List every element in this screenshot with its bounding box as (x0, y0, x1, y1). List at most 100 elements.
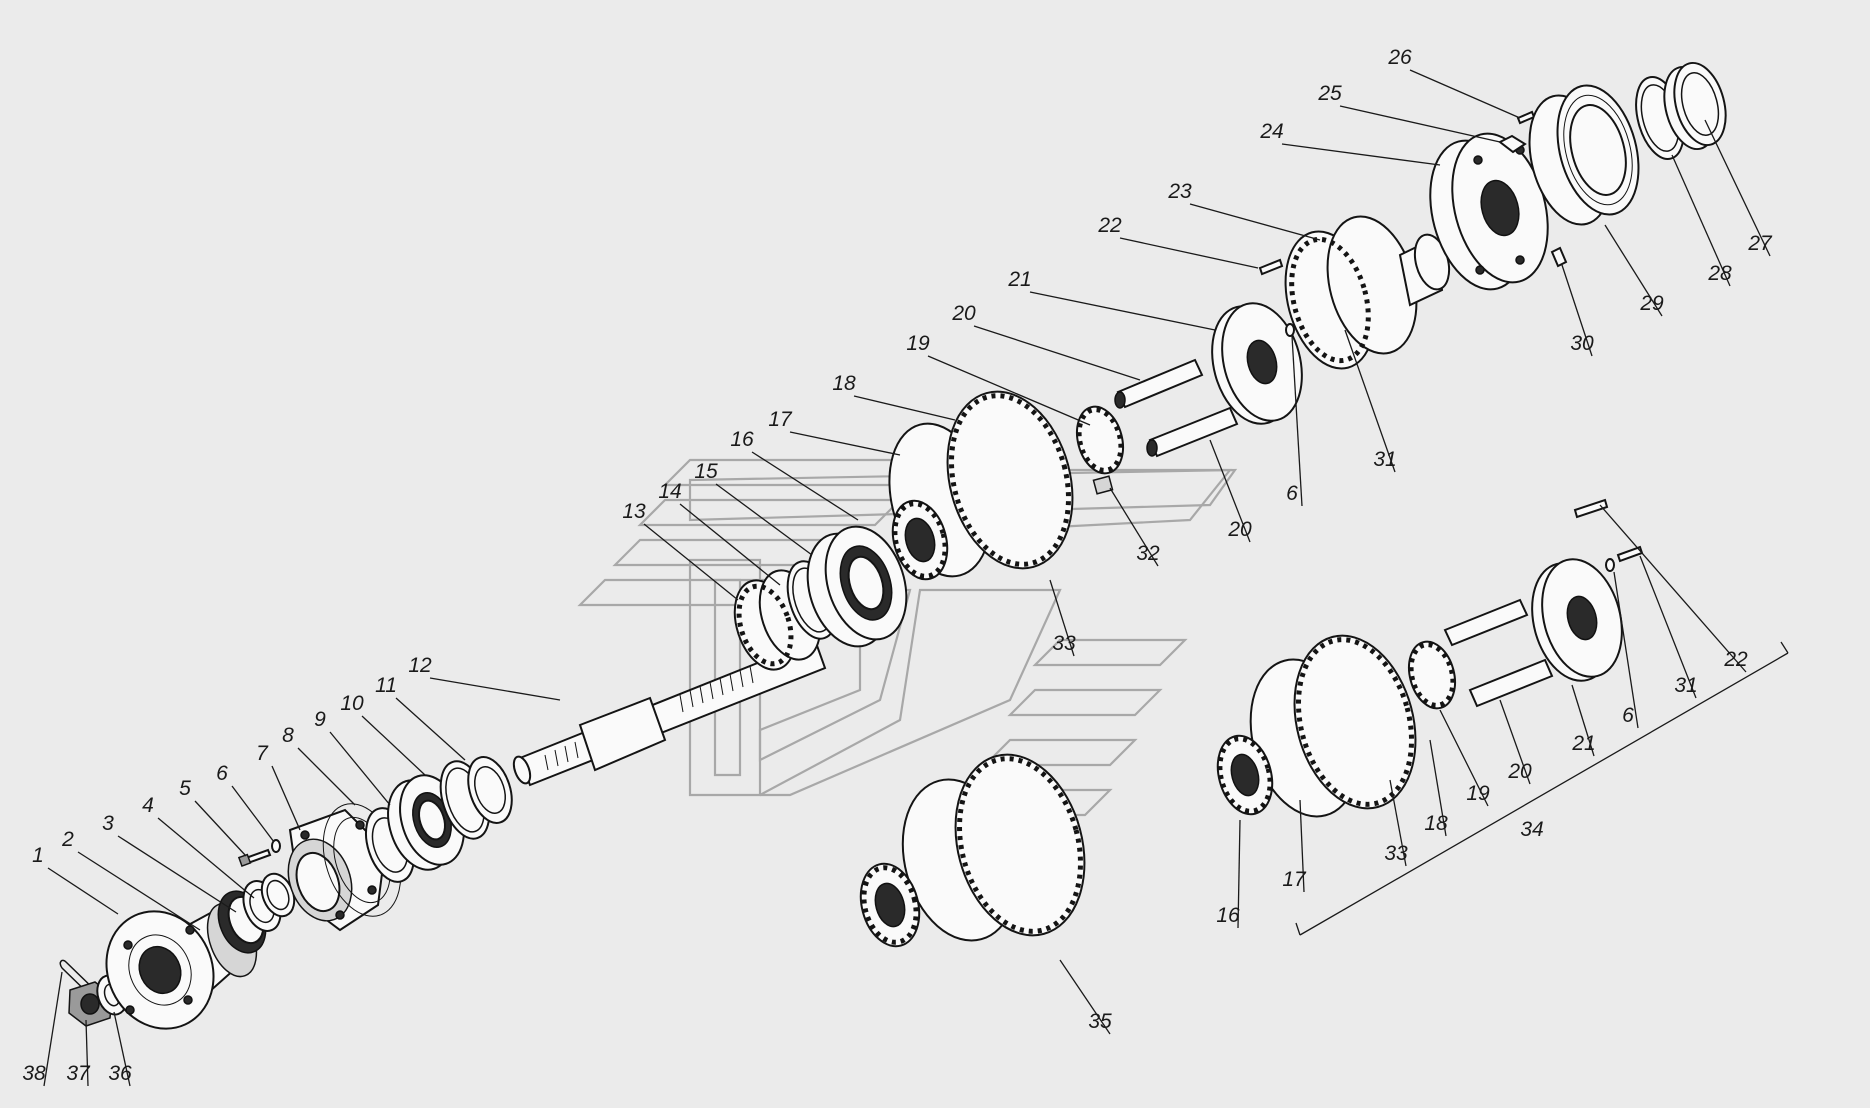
leader-line-c20 (973, 325, 1141, 381)
leader-line-c3 (117, 835, 237, 913)
callout-label-c5: 5 (179, 777, 191, 800)
leader-line-c28 (1671, 154, 1731, 287)
part-25-lock-plate (1498, 134, 1527, 154)
part-20-planet-axle-b (1146, 406, 1239, 458)
callout-labels: 1234567891011121314151617181920212223242… (22, 46, 1773, 1085)
callout-label-c10: 10 (340, 692, 364, 715)
part-23-ring-gear (1284, 215, 1451, 370)
callout-label-c2: 2 (61, 828, 74, 851)
leader-line-c30 (1561, 264, 1593, 357)
leader-line-c13 (643, 523, 739, 601)
callout-label-c14: 14 (658, 480, 681, 503)
leader-line-c18b (1429, 739, 1447, 837)
callout-label-c20b: 20 (1227, 518, 1252, 541)
leader-line-c33 (1049, 579, 1075, 657)
leader-line-c14 (679, 503, 781, 586)
callout-label-c17: 17 (768, 408, 793, 431)
leader-line-c7 (271, 765, 301, 831)
callout-label-c13: 13 (622, 500, 646, 523)
callout-label-c30: 30 (1570, 332, 1594, 355)
callout-label-c23: 23 (1167, 180, 1192, 203)
part-11b-washer (467, 756, 513, 824)
callout-label-c11: 11 (375, 674, 397, 697)
leader-line-c33b (1389, 779, 1407, 867)
leader-line-c36 (113, 1011, 131, 1087)
part-21-carrier-plate (1211, 302, 1303, 425)
callout-label-c20: 20 (951, 302, 976, 325)
callout-label-c6c: 6 (1622, 704, 1634, 727)
leader-line-c19 (927, 355, 1091, 426)
callout-label-c26: 26 (1387, 46, 1412, 69)
callout-label-c31b: 31 (1674, 674, 1697, 697)
part-12-main-shaft (512, 638, 827, 787)
part-10-ball-bearing (387, 774, 465, 871)
leader-line-c31b (1639, 555, 1697, 699)
leader-line-c32 (1109, 487, 1159, 567)
part-34-subassembly (1216, 498, 1644, 818)
callout-label-c6: 6 (216, 762, 228, 785)
leader-line-c12 (429, 677, 561, 701)
callout-label-c16: 16 (730, 428, 754, 451)
part-15-ball-bearing (806, 525, 908, 648)
leader-line-c21b (1571, 684, 1595, 757)
leader-line-c2 (77, 851, 201, 931)
leader-line-c4 (157, 817, 255, 899)
leader-line-c16 (751, 451, 859, 521)
callout-label-c12: 12 (408, 654, 432, 677)
part-19-planet-gear (1075, 405, 1125, 475)
leader-line-c15 (715, 483, 813, 556)
callout-label-c19: 19 (906, 332, 930, 355)
callout-label-c15: 15 (694, 460, 718, 483)
callout-label-c16b: 16 (1216, 904, 1240, 927)
leader-line-c11 (395, 697, 466, 761)
callout-label-c21: 21 (1007, 268, 1031, 291)
leader-line-c35 (1059, 959, 1111, 1035)
callout-label-c25: 25 (1317, 82, 1342, 105)
callout-label-c34: 34 (1520, 818, 1543, 841)
callout-label-c38: 38 (22, 1062, 46, 1085)
part-5-bolt (237, 848, 272, 868)
callout-label-c22b: 22 (1723, 648, 1748, 671)
leader-line-c21 (1029, 291, 1216, 331)
leader-line-c5 (194, 800, 247, 857)
callout-label-c18: 18 (832, 372, 856, 395)
callout-label-c24: 24 (1259, 120, 1283, 143)
leader-line-c20b (1209, 439, 1251, 543)
leader-line-c6b (1291, 335, 1303, 507)
part-6-washer-b (1285, 323, 1295, 337)
leader-line-c1 (47, 867, 119, 915)
callout-label-c37: 37 (66, 1062, 91, 1085)
subassembly-34-bracket (1295, 641, 1789, 936)
leader-line-c22b (1599, 504, 1747, 673)
callout-label-c1: 1 (32, 844, 44, 867)
part-20-planet-axle-a (1114, 358, 1204, 409)
leader-line-c31 (1344, 329, 1396, 473)
callout-label-c6b: 6 (1286, 482, 1298, 505)
leader-line-c10 (361, 715, 426, 776)
part-35-planetary-assembly (859, 753, 1086, 948)
callout-label-c4: 4 (142, 794, 154, 817)
callout-label-c9: 9 (314, 708, 326, 731)
part-17-planet-carrier-assembly (888, 390, 1074, 581)
leader-line-c17b (1299, 799, 1305, 893)
callout-label-c3: 3 (102, 812, 114, 835)
callout-label-c22: 22 (1097, 214, 1122, 237)
part-32-pin (1092, 475, 1114, 495)
leader-line-c26 (1409, 69, 1521, 119)
leader-line-c6c (1613, 571, 1639, 729)
leader-line-c23 (1189, 203, 1321, 241)
callout-label-c33: 33 (1052, 632, 1076, 655)
callout-label-c31: 31 (1373, 448, 1396, 471)
callout-label-c33b: 33 (1384, 842, 1408, 865)
part-6-washer (271, 839, 281, 853)
part-27-nut-ring (1663, 61, 1727, 151)
callout-label-c32: 32 (1136, 542, 1160, 565)
leader-line-c19b (1439, 709, 1489, 807)
part-29-roller-bearing (1528, 84, 1640, 226)
callout-label-c27: 27 (1747, 232, 1773, 255)
leader-line-c27 (1704, 119, 1771, 257)
leader-line-c17 (789, 431, 901, 456)
leader-line-c8 (297, 747, 356, 806)
leader-line-c22 (1119, 237, 1259, 269)
callout-label-c7: 7 (256, 742, 269, 765)
